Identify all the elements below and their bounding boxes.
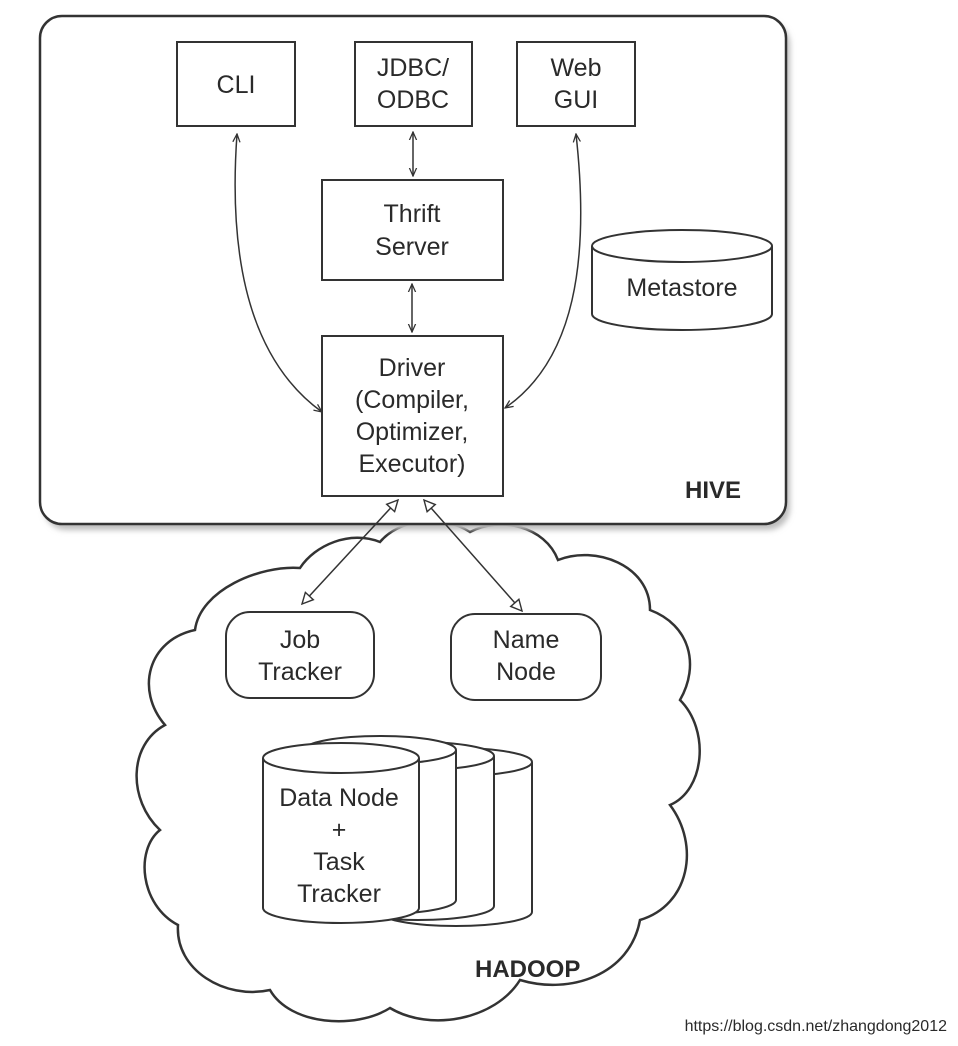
datanode-label-line3: Task (313, 848, 365, 876)
connectors (235, 132, 582, 611)
driver-label-line1: Driver (379, 354, 446, 382)
arrow-webgui-driver (505, 134, 582, 408)
driver-label-line3: Optimizer, (356, 418, 469, 446)
driver-label-line2: (Compiler, (355, 386, 469, 414)
datanode-label-line4: Tracker (297, 880, 381, 908)
jdbc-odbc-box: JDBC/ ODBC (354, 41, 473, 127)
jobtracker-label-line2: Tracker (258, 658, 342, 686)
metastore-cylinder: Metastore (591, 229, 773, 331)
namenode-label-line1: Name (493, 626, 560, 654)
jobtracker-label-line1: Job (280, 626, 320, 654)
cli-box: CLI (176, 41, 296, 127)
datanode-label-line2: + (332, 816, 347, 844)
metastore-label: Metastore (626, 274, 737, 302)
job-tracker-node: Job Tracker (225, 611, 375, 699)
arrow-driver-jobtracker (302, 500, 398, 604)
arrow-cli-driver (235, 134, 322, 412)
driver-label-line4: Executor) (359, 450, 466, 478)
name-node: Name Node (450, 613, 602, 701)
namenode-label-line2: Node (496, 658, 556, 686)
jdbc-label-line2: ODBC (377, 86, 449, 114)
driver-box: Driver (Compiler, Optimizer, Executor) (321, 335, 504, 497)
thrift-label-line2: Server (375, 233, 449, 261)
webgui-label-line1: Web (551, 54, 602, 82)
cli-label: CLI (217, 71, 256, 99)
thrift-label-line1: Thrift (384, 200, 441, 228)
hadoop-label: HADOOP (475, 956, 580, 983)
data-node-cylinder-1 (262, 742, 420, 924)
data-node-stack: Data Node + Task Tracker (262, 735, 533, 927)
thrift-server-box: Thrift Server (321, 179, 504, 281)
watermark-url: https://blog.csdn.net/zhangdong2012 (685, 1018, 948, 1035)
datanode-label-line1: Data Node (279, 784, 399, 812)
jdbc-label-line1: JDBC/ (377, 54, 449, 82)
arrow-driver-namenode (424, 500, 522, 611)
hive-label: HIVE (685, 477, 741, 504)
webgui-label-line2: GUI (554, 86, 598, 114)
web-gui-box: Web GUI (516, 41, 636, 127)
